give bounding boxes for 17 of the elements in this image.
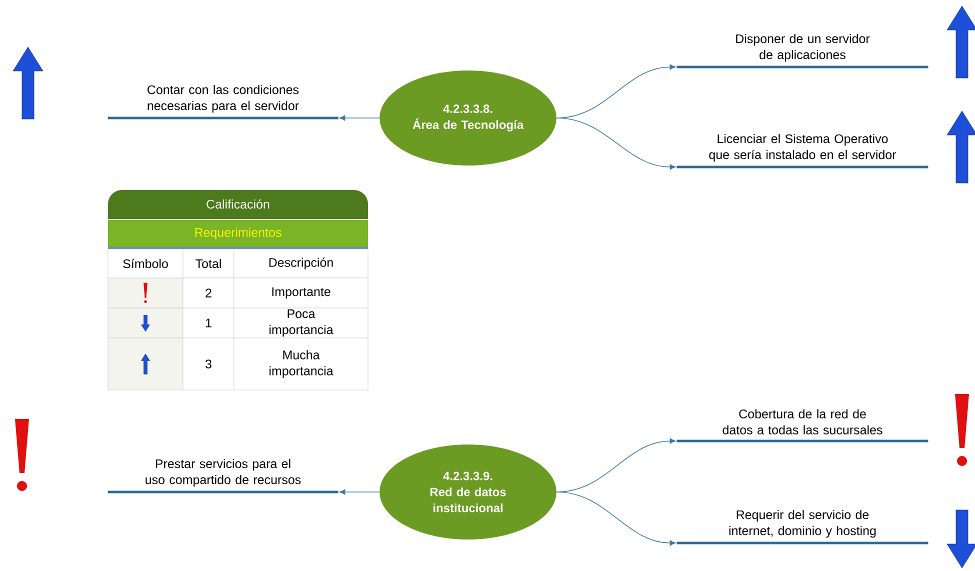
table-cell: Total xyxy=(182,248,234,278)
table-title: Calificación xyxy=(108,190,368,219)
arrow xyxy=(339,115,380,121)
table-cell: 1 xyxy=(182,308,234,338)
requirement-line: Licenciar el Sistema Operativo que sería instalado en el servidor xyxy=(676,134,928,168)
requirement-line: Disponer de un servidor de aplicaciones xyxy=(676,34,928,68)
table-cell: 2 xyxy=(182,278,234,308)
requirement-line: Cobertura de la red de datos a todas las sucursales xyxy=(676,409,928,442)
arrow xyxy=(339,489,380,495)
table-cell: Símbolo xyxy=(108,248,184,278)
arrow xyxy=(556,118,676,170)
table-subtitle: Requerimientos xyxy=(108,220,368,249)
requirement-line: Requerir del servicio de internet, dominio y hosting xyxy=(676,510,928,544)
arrow xyxy=(556,492,676,546)
requirement-line: Prestar servicios para el uso compartido de recursos xyxy=(108,458,338,494)
requirement-line: Contar con las condiciones necesarias para el servidor xyxy=(108,84,338,120)
table-cell: 3 xyxy=(182,338,234,390)
